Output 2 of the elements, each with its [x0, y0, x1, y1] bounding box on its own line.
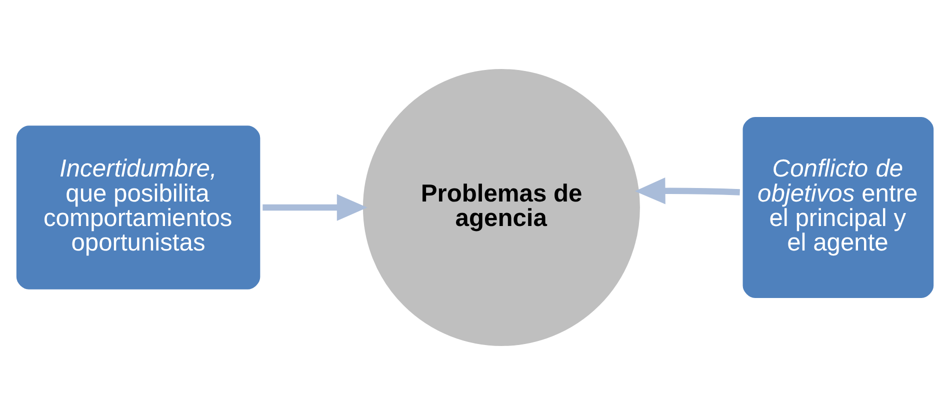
arrow	[262, 194, 367, 220]
arrow	[634, 177, 740, 204]
